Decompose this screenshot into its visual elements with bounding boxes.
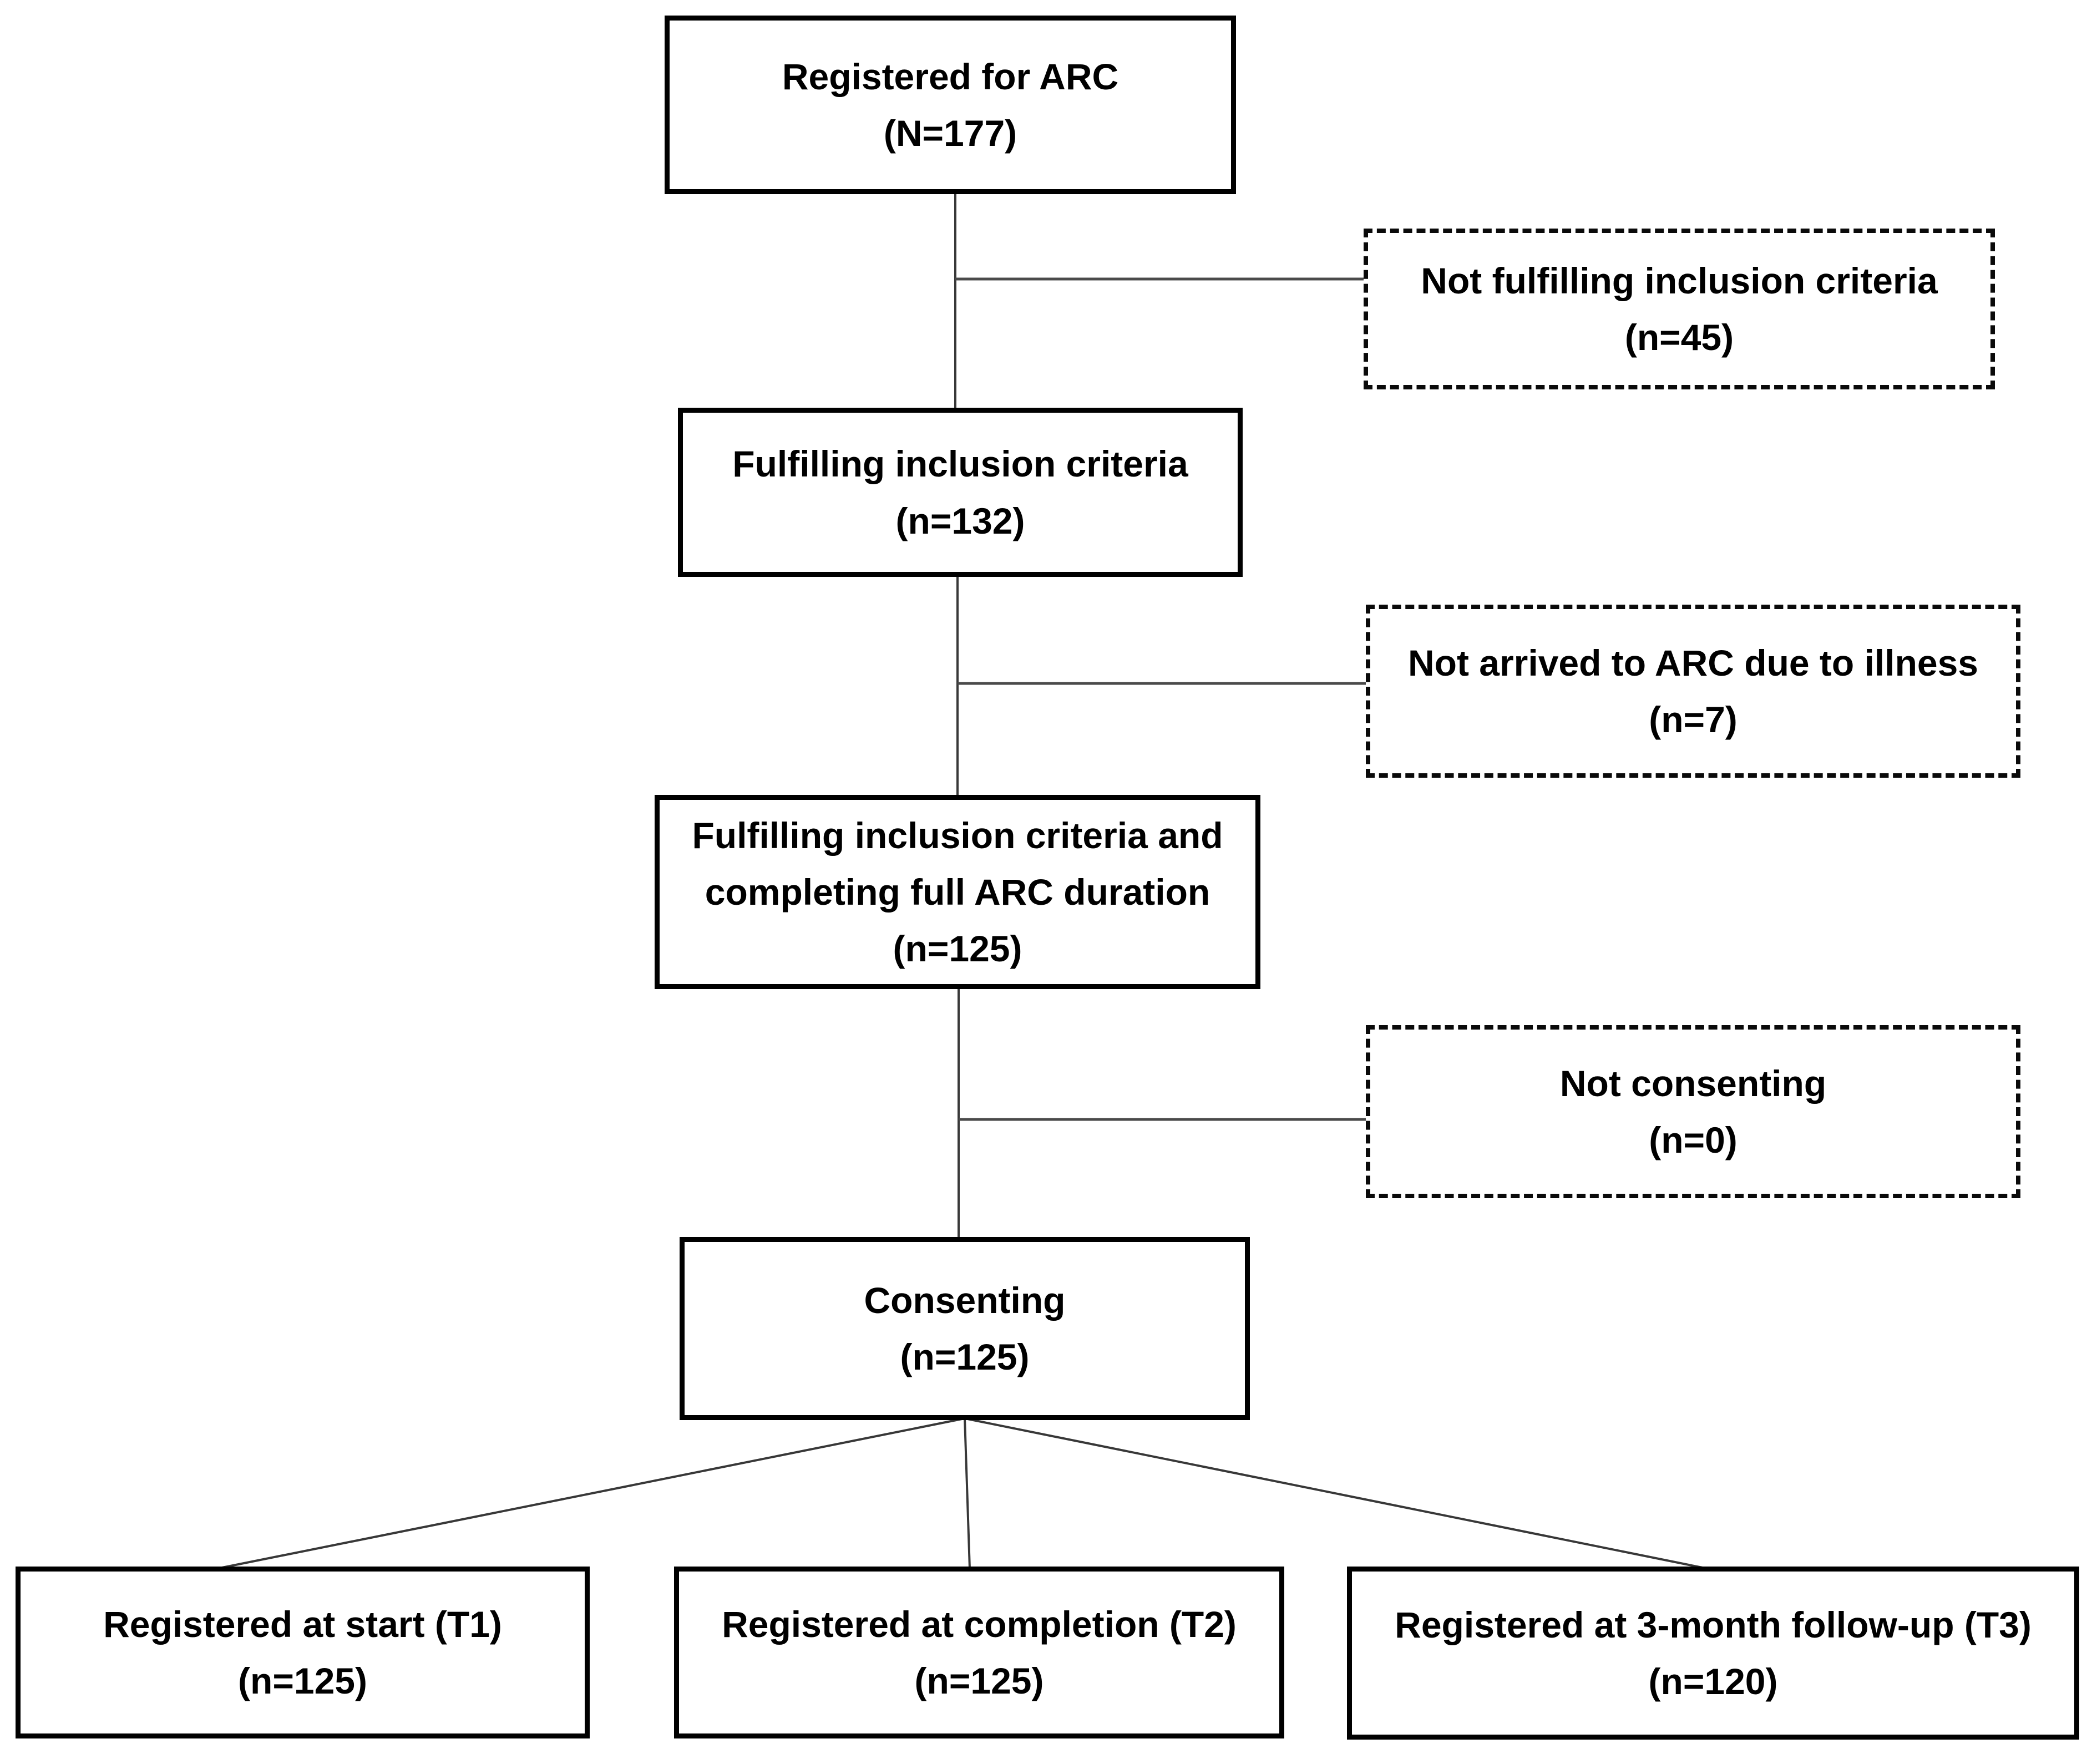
box-completing-label: Fulfilling inclusion criteria and comple… (692, 814, 1223, 913)
box-t1: Registered at start (T1) (n=125) (16, 1567, 590, 1738)
box-registered-count: (N=177) (883, 113, 1017, 154)
box-t3-count: (n=120) (1648, 1661, 1778, 1702)
box-not-consenting: Not consenting (n=0) (1366, 1025, 2020, 1198)
box-not-fulfilling-count: (n=45) (1624, 317, 1734, 358)
box-consenting-count: (n=125) (900, 1336, 1030, 1377)
box-fulfilling-label: Fulfilling inclusion criteria (732, 443, 1188, 485)
box-registered: Registered for ARC (N=177) (665, 16, 1236, 194)
box-t3: Registered at 3-month follow-up (T3) (n=… (1347, 1567, 2079, 1740)
box-not-consenting-label: Not consenting (1559, 1062, 1827, 1104)
box-not-arrived-label: Not arrived to ARC due to illness (1407, 642, 1979, 683)
box-consenting: Consenting (n=125) (680, 1237, 1250, 1420)
box-t1-count: (n=125) (238, 1660, 367, 1701)
box-t2-label: Registered at completion (T2) (722, 1603, 1237, 1645)
box-completing-count: (n=125) (893, 928, 1022, 970)
box-consenting-label: Consenting (864, 1279, 1066, 1321)
box-not-arrived-count: (n=7) (1649, 699, 1738, 740)
box-fulfilling: Fulfilling inclusion criteria (n=132) (678, 408, 1243, 577)
box-not-arrived: Not arrived to ARC due to illness (n=7) (1366, 605, 2020, 778)
box-not-consenting-count: (n=0) (1649, 1119, 1738, 1160)
box-t2: Registered at completion (T2) (n=125) (674, 1567, 1284, 1738)
box-not-fulfilling: Not fulfilling inclusion criteria (n=45) (1364, 229, 1995, 389)
box-registered-label: Registered for ARC (782, 55, 1119, 97)
box-not-fulfilling-label: Not fulfilling inclusion criteria (1421, 260, 1938, 301)
box-completing: Fulfilling inclusion criteria and comple… (655, 795, 1260, 989)
box-fulfilling-count: (n=132) (895, 500, 1025, 541)
box-t1-label: Registered at start (T1) (103, 1603, 502, 1645)
box-t3-label: Registered at 3-month follow-up (T3) (1395, 1604, 2032, 1645)
fan-line-t2 (964, 1418, 971, 1569)
box-t2-count: (n=125) (914, 1660, 1044, 1701)
fan-line-t1 (221, 1417, 965, 1569)
fan-line-t3 (964, 1417, 1709, 1570)
